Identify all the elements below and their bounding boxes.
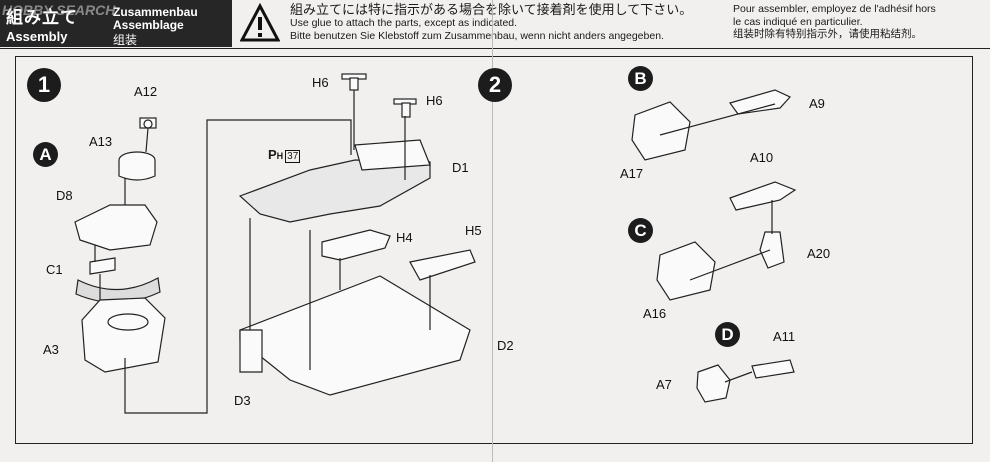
label-h4: H4 <box>396 230 413 245</box>
note-cn: 组装时除有特别指示外，请使用粘结剂。 <box>733 28 922 40</box>
label-a11: A11 <box>773 329 796 344</box>
watermark: HOBBY SEARCH <box>2 2 116 18</box>
label-a13: A13 <box>89 134 113 149</box>
label-d2: D2 <box>497 338 514 353</box>
part-d1-top <box>354 139 431 171</box>
assembly-lines <box>94 90 776 414</box>
part-a3-socket <box>107 313 149 331</box>
instruction-header: 組み立て Assembly Zusammenbau Assemblage 组装 … <box>0 0 990 49</box>
part-d3-drawing <box>239 329 263 373</box>
note-en: Use glue to attach the parts, except as … <box>290 17 518 29</box>
step-1-badge: 1 <box>27 68 61 102</box>
note-fr-1: Pour assembler, employez de l'adhésif ho… <box>733 3 936 15</box>
part-a9-drawing <box>729 89 791 115</box>
page-gutter <box>492 0 493 462</box>
label-h6-left: H6 <box>312 75 329 90</box>
part-a12-drawing <box>139 117 157 129</box>
label-h5: H5 <box>465 223 482 238</box>
part-a17-drawing <box>631 101 691 161</box>
part-h6b-drawing <box>393 98 417 118</box>
warning-icon <box>240 3 280 42</box>
label-d8: D8 <box>56 188 73 203</box>
part-h4-drawing <box>321 229 391 261</box>
part-a3-drawing <box>81 297 166 373</box>
label-a16: A16 <box>643 306 667 321</box>
label-a3: A3 <box>43 342 59 357</box>
title-en: Assembly <box>6 29 68 44</box>
part-c1-drawing <box>89 257 116 275</box>
label-h6-right: H6 <box>426 93 443 108</box>
subassembly-d-badge: D <box>715 322 740 347</box>
subassembly-a-badge: A <box>33 142 58 167</box>
title-cn: 组装 <box>113 33 138 47</box>
label-d1: D1 <box>452 160 469 175</box>
paint-sub: H <box>276 151 284 161</box>
diagram-frame <box>15 56 973 444</box>
label-d3: D3 <box>234 393 251 408</box>
subassembly-c-badge: C <box>628 218 653 243</box>
paint-prefix: P <box>268 147 277 162</box>
part-a20-drawing <box>759 231 785 269</box>
part-d1-drawing <box>238 159 431 223</box>
note-fr-2: le cas indiqué en particulier. <box>733 15 863 28</box>
label-a17: A17 <box>620 166 644 181</box>
title-fr: Assemblage <box>113 18 184 32</box>
part-d2-drawing <box>239 275 471 396</box>
assembly-title-block: 組み立て Assembly Zusammenbau Assemblage 组装 … <box>0 0 232 47</box>
title-jp: 組み立て <box>6 8 78 27</box>
note-de: Bitte benutzen Sie Klebstoff zum Zusamme… <box>290 29 664 42</box>
part-a13-drawing <box>118 151 156 181</box>
glue-notes: 組み立てには特に指示がある場合を除いて接着剤を使用して下さい。 Use glue… <box>290 3 692 42</box>
glue-notes-right: Pour assembler, employez de l'adhésif ho… <box>733 3 936 41</box>
step-2-badge: 2 <box>478 68 512 102</box>
label-a10: A10 <box>750 150 774 165</box>
label-a20: A20 <box>807 246 831 261</box>
label-c1: C1 <box>46 262 63 277</box>
part-a10-drawing <box>729 181 797 211</box>
part-a11-drawing <box>751 359 795 379</box>
subassembly-b-badge: B <box>628 66 653 91</box>
part-d8-drawing <box>74 204 158 251</box>
label-a12: A12 <box>134 84 158 99</box>
title-de: Zusammenbau <box>113 5 198 19</box>
part-h5-drawing <box>409 249 476 281</box>
label-a9: A9 <box>809 96 825 111</box>
label-a7: A7 <box>656 377 672 392</box>
part-h6a-drawing <box>341 73 367 91</box>
paint-number: 37 <box>285 150 301 163</box>
part-a7-drawing <box>696 364 731 403</box>
part-a16-drawing <box>656 241 716 301</box>
note-jp: 組み立てには特に指示がある場合を除いて接着剤を使用して下さい。 <box>290 3 692 17</box>
part-c1-ring <box>75 277 161 304</box>
